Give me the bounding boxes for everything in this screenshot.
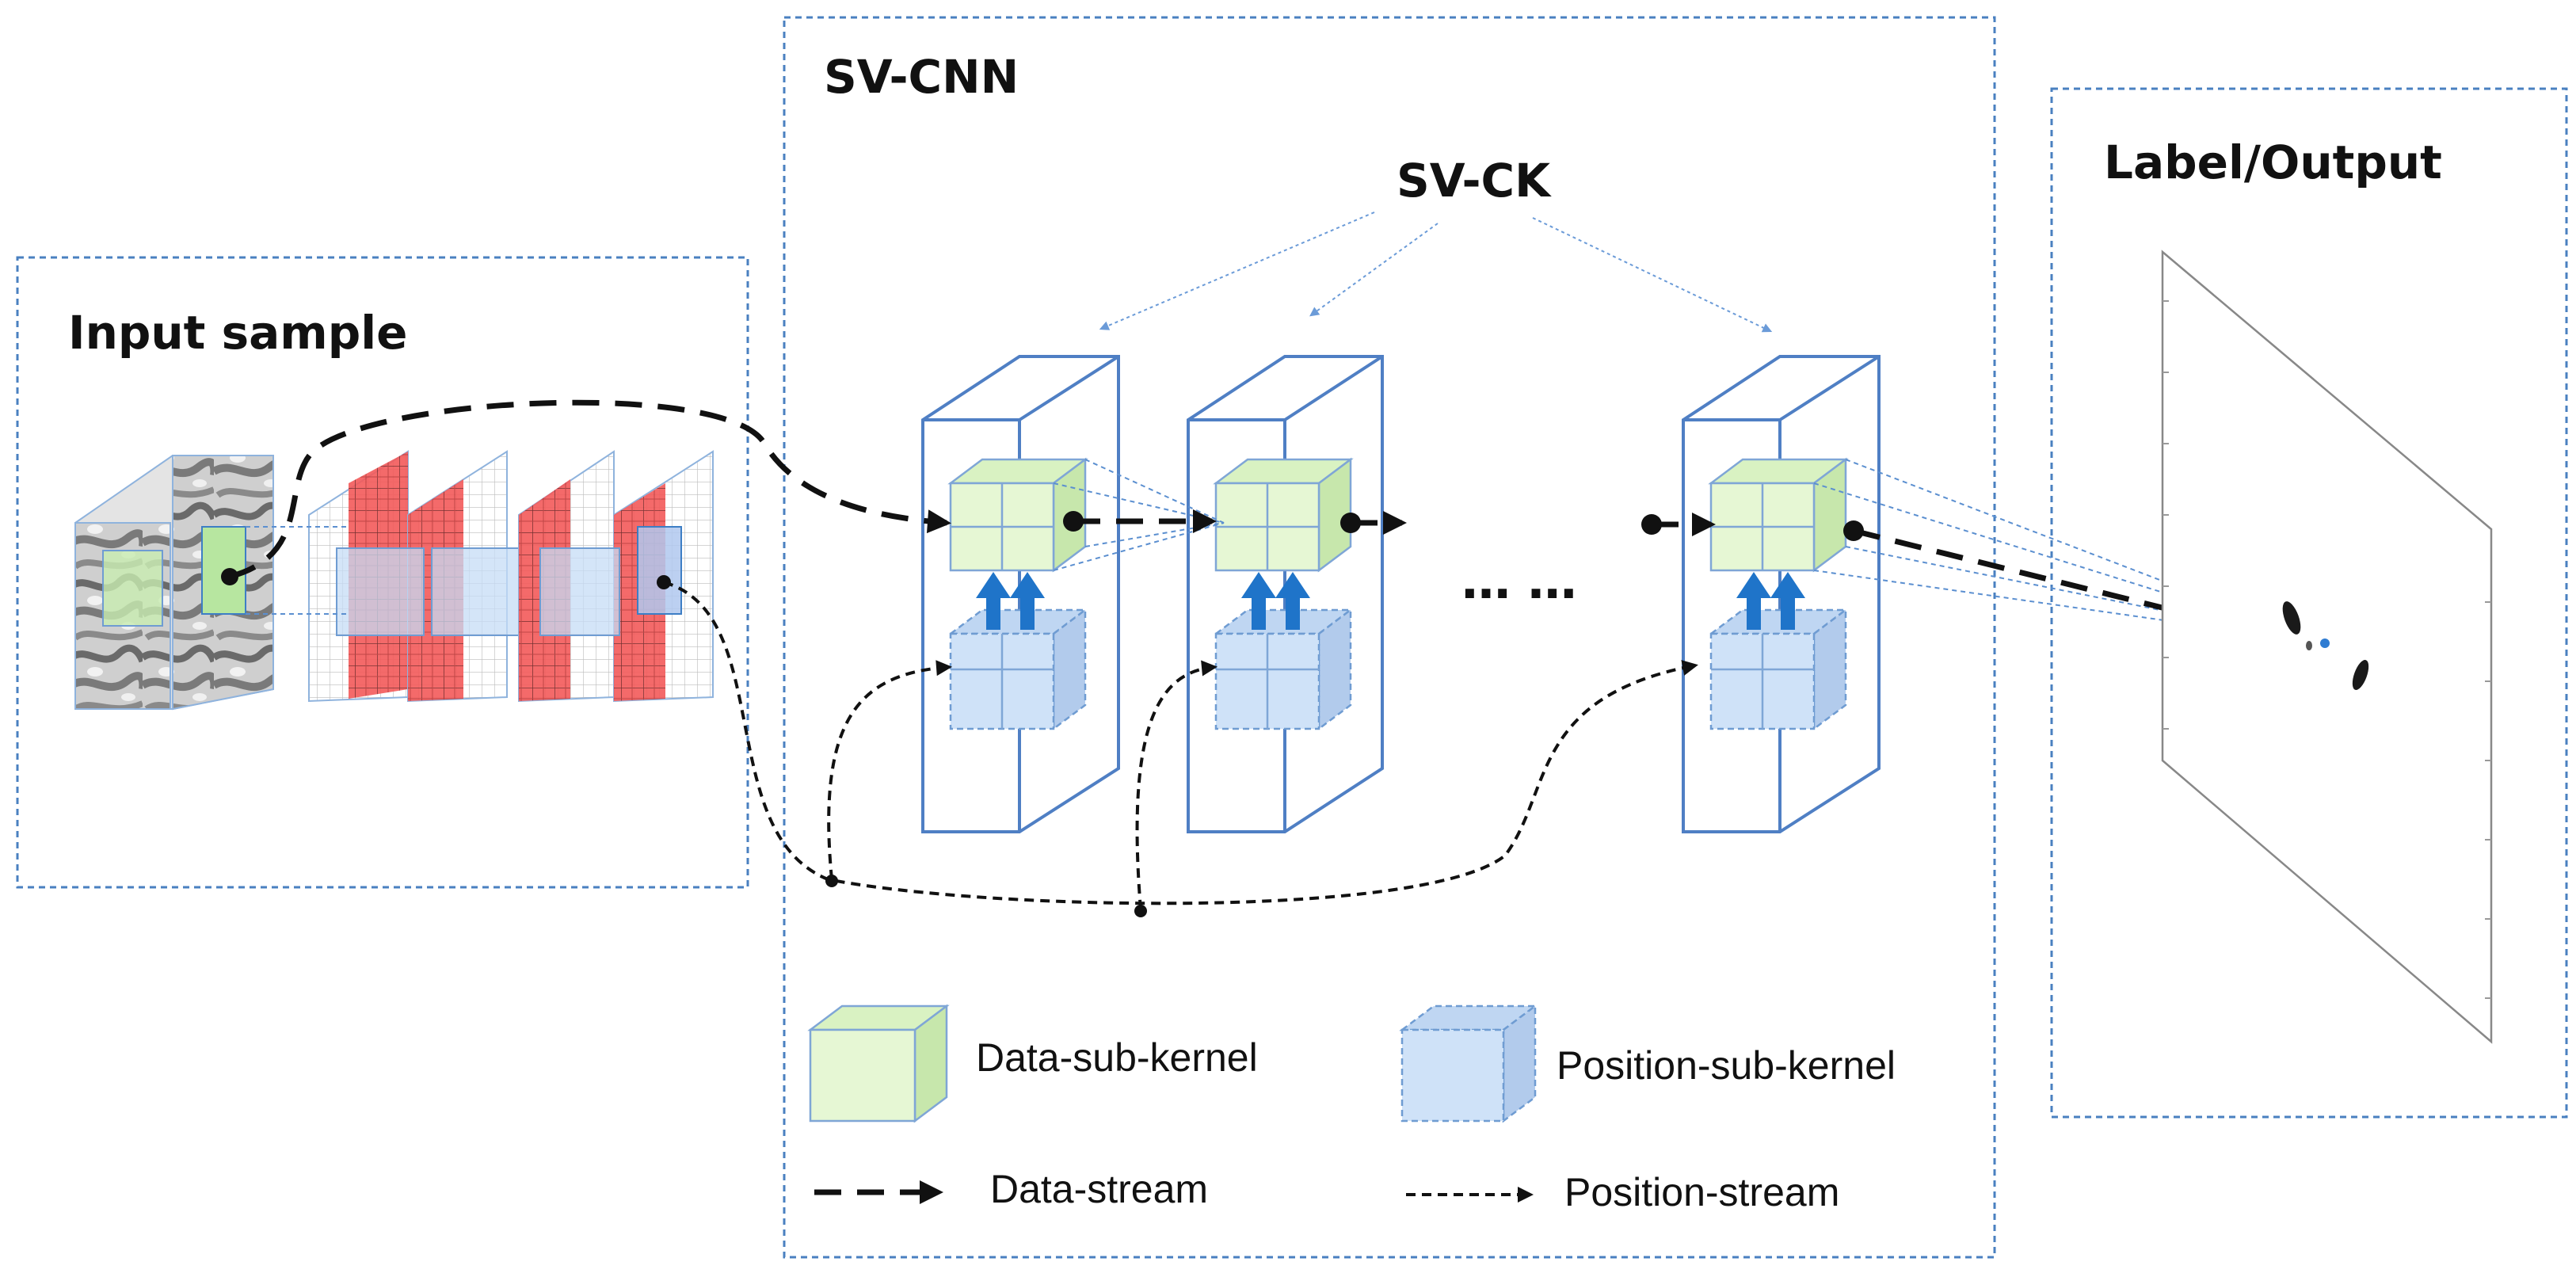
up-arrows-n [1736, 572, 1805, 630]
output-panel-title: Label/Output [2104, 135, 2442, 189]
sv-cnn-panel-frame [783, 16, 1996, 1259]
position-sub-kernel-1 [947, 608, 1088, 731]
up-arrows-1 [976, 572, 1045, 630]
input-sample-stack [74, 450, 714, 711]
data-sub-kernel-n [1708, 457, 1849, 573]
output-panel-frame [2050, 87, 2568, 1119]
input-panel-title: Input sample [68, 306, 407, 360]
feature-map-2 [336, 450, 520, 703]
legend-position-sub-kernel-label: Position-sub-kernel [1557, 1043, 1896, 1088]
sv-cnn-title: SV-CNN [824, 50, 1019, 104]
sv-ck-callout-lines [1099, 212, 1773, 333]
output-plane [2161, 250, 2493, 1044]
legend-data-sub-kernel-icon [807, 1004, 950, 1123]
data-sub-kernel-1 [947, 457, 1088, 573]
input-image-slab [74, 455, 274, 711]
sv-ck-callout-label: SV-CK [1397, 154, 1552, 208]
position-sub-kernel-n [1708, 608, 1849, 731]
legend: Data-sub-kernel Position-sub-kernel Data… [807, 1004, 1896, 1214]
legend-data-sub-kernel-label: Data-sub-kernel [976, 1035, 1258, 1080]
feature-map-3 [518, 450, 714, 703]
data-sub-kernel-2 [1213, 457, 1354, 573]
layers-ellipsis: … … [1461, 552, 1577, 610]
up-arrows-2 [1241, 572, 1310, 630]
position-stream-path [657, 575, 1698, 917]
input-panel-frame [16, 256, 749, 889]
legend-position-sub-kernel-icon [1399, 1004, 1538, 1123]
position-sub-kernel-2 [1213, 608, 1354, 731]
legend-position-stream-label: Position-stream [1564, 1170, 1839, 1214]
legend-data-stream-label: Data-stream [990, 1167, 1208, 1211]
